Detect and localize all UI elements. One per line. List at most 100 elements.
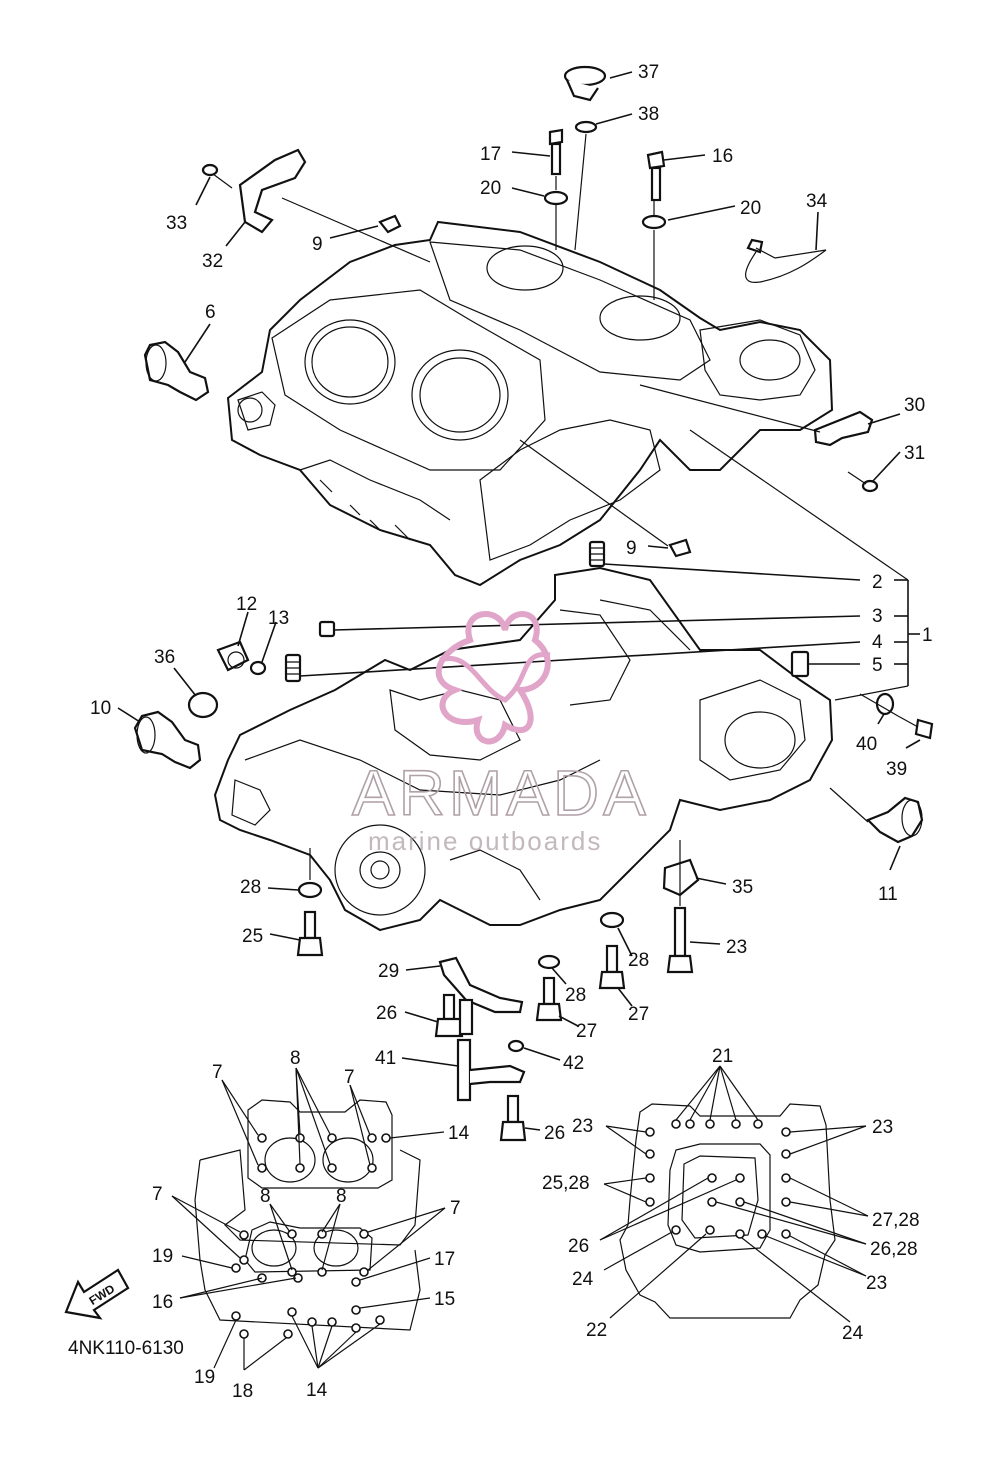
callout-2: 2 bbox=[872, 572, 883, 593]
left-map-labels: 7 8 7 14 7 8 8 7 19 17 16 15 19 18 14 bbox=[152, 1048, 470, 1402]
callout-25: 25 bbox=[242, 926, 263, 947]
fwd-arrow-icon: FWD bbox=[64, 1268, 130, 1320]
part-33-screw bbox=[201, 163, 233, 189]
part-30-plate bbox=[813, 410, 874, 447]
leader-lines bbox=[117, 71, 921, 1131]
part-9-plug-upper bbox=[378, 214, 402, 234]
right-label-23b: 23 bbox=[872, 1117, 893, 1138]
part-26-bolt-lower bbox=[499, 1094, 527, 1142]
right-map-labels: 21 23 23 25,28 27,28 26 26,28 24 23 22 2… bbox=[542, 1046, 920, 1344]
left-label-8c: 8 bbox=[336, 1186, 347, 1207]
part-2-dowel bbox=[588, 540, 606, 568]
part-9-plug-lower bbox=[668, 538, 692, 558]
callout-27a: 27 bbox=[628, 1004, 649, 1025]
callout-35: 35 bbox=[732, 877, 753, 898]
part-6-bolt-plug bbox=[143, 340, 210, 402]
part-29-bracket bbox=[438, 956, 524, 1014]
part-28-washer-bottom bbox=[537, 954, 561, 970]
part-3-pin bbox=[318, 620, 336, 638]
right-label-21: 21 bbox=[712, 1046, 733, 1067]
callout-33: 33 bbox=[166, 213, 187, 234]
callout-37: 37 bbox=[638, 62, 659, 83]
callout-11: 11 bbox=[878, 884, 898, 905]
callout-1: 1 bbox=[922, 625, 933, 646]
part-23-bolt bbox=[666, 906, 694, 974]
callout-28b: 28 bbox=[628, 950, 649, 971]
right-label-24b: 24 bbox=[842, 1323, 864, 1344]
callout-34: 34 bbox=[806, 191, 828, 212]
right-label-2628: 26,28 bbox=[870, 1239, 918, 1260]
callout-38: 38 bbox=[638, 104, 659, 125]
part-42-oring bbox=[507, 1039, 525, 1053]
callout-12: 12 bbox=[236, 594, 257, 615]
part-40-washer bbox=[875, 692, 895, 716]
callout-5: 5 bbox=[872, 655, 883, 676]
callout-28c: 28 bbox=[565, 985, 586, 1006]
callout-20b: 20 bbox=[740, 198, 761, 219]
left-label-16: 16 bbox=[152, 1292, 173, 1313]
right-label-23a: 23 bbox=[572, 1116, 593, 1137]
left-label-7b: 7 bbox=[344, 1067, 355, 1088]
part-28-washer-left bbox=[297, 881, 323, 899]
part-34-sensor bbox=[745, 238, 827, 283]
part-37-cap bbox=[563, 65, 607, 102]
callout-4: 4 bbox=[872, 632, 883, 653]
part-41-pipe bbox=[456, 1038, 526, 1102]
right-label-26: 26 bbox=[568, 1236, 589, 1257]
part-32-plate bbox=[238, 148, 307, 234]
part-25-bolt bbox=[296, 910, 324, 957]
part-10-bolt-plug bbox=[133, 710, 202, 770]
left-label-7c: 7 bbox=[152, 1184, 163, 1205]
part-28-washer-mid bbox=[599, 911, 625, 929]
part-4-dowel bbox=[284, 653, 302, 683]
callout-6: 6 bbox=[205, 302, 216, 323]
right-label-2728: 27,28 bbox=[872, 1210, 920, 1231]
upper-crankcase bbox=[226, 220, 834, 587]
callout-10: 10 bbox=[90, 698, 111, 719]
callout-42: 42 bbox=[563, 1053, 584, 1074]
left-label-8b: 8 bbox=[260, 1186, 271, 1207]
left-label-14b: 14 bbox=[306, 1380, 328, 1401]
callout-9b: 9 bbox=[626, 538, 637, 559]
lower-crankcase bbox=[213, 566, 834, 932]
part-27-bolt-left bbox=[535, 976, 563, 1022]
left-label-7a: 7 bbox=[212, 1062, 223, 1083]
callout-32: 32 bbox=[202, 251, 223, 272]
part-36-cap bbox=[187, 691, 219, 719]
diagram-code: 4NK110-6130 bbox=[68, 1338, 184, 1359]
callout-13: 13 bbox=[268, 608, 289, 629]
callout-20a: 20 bbox=[480, 178, 501, 199]
part-17-bolt bbox=[548, 128, 564, 176]
left-bolt-map bbox=[171, 1067, 446, 1371]
right-label-22: 22 bbox=[586, 1320, 607, 1341]
left-label-19a: 19 bbox=[152, 1246, 173, 1267]
left-label-17: 17 bbox=[434, 1249, 455, 1270]
left-label-8a: 8 bbox=[290, 1048, 301, 1069]
callout-31: 31 bbox=[904, 443, 925, 464]
callout-9a: 9 bbox=[312, 234, 323, 255]
watermark-tagline: marine outboards bbox=[368, 826, 602, 856]
part-16-bolt bbox=[646, 150, 666, 202]
part-13-oring bbox=[249, 660, 267, 676]
callout-17: 17 bbox=[480, 144, 501, 165]
callout-36: 36 bbox=[154, 647, 175, 668]
part-39-bolt bbox=[897, 715, 934, 740]
left-label-18: 18 bbox=[232, 1381, 253, 1402]
left-label-19b: 19 bbox=[194, 1367, 215, 1388]
left-label-14a: 14 bbox=[448, 1123, 470, 1144]
watermark: ARMADA marine outboards bbox=[351, 611, 650, 856]
callout-26a: 26 bbox=[376, 1003, 397, 1024]
right-label-23c: 23 bbox=[866, 1273, 887, 1294]
part-26-bolt-upper bbox=[434, 993, 474, 1038]
callout-30: 30 bbox=[904, 395, 925, 416]
callout-27b: 27 bbox=[576, 1021, 597, 1042]
callout-3: 3 bbox=[872, 606, 883, 627]
callout-29: 29 bbox=[378, 961, 399, 982]
part-12-plug bbox=[216, 640, 250, 672]
part-11-bolt-plug bbox=[866, 796, 924, 844]
callout-40: 40 bbox=[856, 734, 877, 755]
callout-41: 41 bbox=[375, 1048, 396, 1069]
watermark-brand: ARMADA bbox=[352, 757, 650, 829]
part-31-screw bbox=[847, 471, 879, 493]
